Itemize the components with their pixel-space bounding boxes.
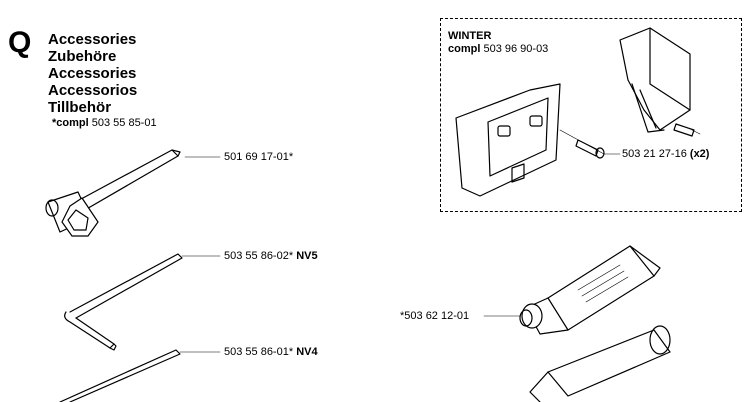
winter-bolt-icon	[575, 139, 605, 159]
winter-compl: compl 503 96 90-03	[448, 43, 548, 56]
leader-line	[559, 129, 621, 155]
winter-deflector-bracket-icon	[619, 27, 695, 137]
section-compl: *compl 503 55 85-01	[48, 116, 157, 130]
compl-prefix: *compl	[52, 117, 89, 129]
title-en: Accessories	[48, 31, 137, 48]
part-number: 503 55 86-02*	[224, 250, 294, 262]
part-label-hex-key-nv5: 503 55 86-02* NV5	[224, 250, 318, 263]
part-suffix: NV4	[296, 346, 318, 358]
winter-compl-number: 503 96 90-03	[483, 43, 549, 55]
hex-key-nv5-icon	[64, 253, 183, 351]
winter-cover-plate-icon	[455, 83, 561, 197]
section-letter: Q	[8, 26, 32, 59]
section-titles: Accessories Zubehöre Accessories Accesso…	[48, 31, 157, 130]
winter-kit-box	[440, 18, 742, 212]
bolt-qty: (x2)	[689, 148, 710, 160]
compl-number: 503 55 85-01	[91, 117, 157, 129]
title-es: Accessorios	[48, 82, 138, 99]
part-label-grease-tube: *503 62 12-01	[400, 310, 469, 323]
combination-spanner-icon	[45, 149, 181, 237]
winter-bolt-label: 503 21 27-16 (x2)	[622, 148, 709, 161]
leader-line	[691, 129, 701, 135]
winter-title: WINTER	[448, 30, 492, 42]
grease-tube-icon	[519, 245, 661, 335]
hex-key-nv4-icon	[59, 349, 181, 402]
part-number: 503 55 86-01*	[224, 346, 294, 358]
part-number: 501 69 17-01*	[224, 151, 294, 163]
winter-compl-prefix: compl	[448, 43, 481, 55]
part-label-spanner: 501 69 17-01*	[224, 151, 293, 164]
bolt-number: 503 21 27-16	[622, 148, 687, 160]
title-de: Zubehöre	[48, 48, 117, 65]
part-label-hex-key-nv4: 503 55 86-01* NV4	[224, 346, 318, 359]
title-fr: Accessories	[48, 65, 137, 82]
grease-gun-icon	[529, 325, 671, 402]
part-number: *503 62 12-01	[400, 310, 470, 322]
part-suffix: NV5	[296, 250, 318, 262]
title-sv: Tillbehör	[48, 99, 112, 116]
